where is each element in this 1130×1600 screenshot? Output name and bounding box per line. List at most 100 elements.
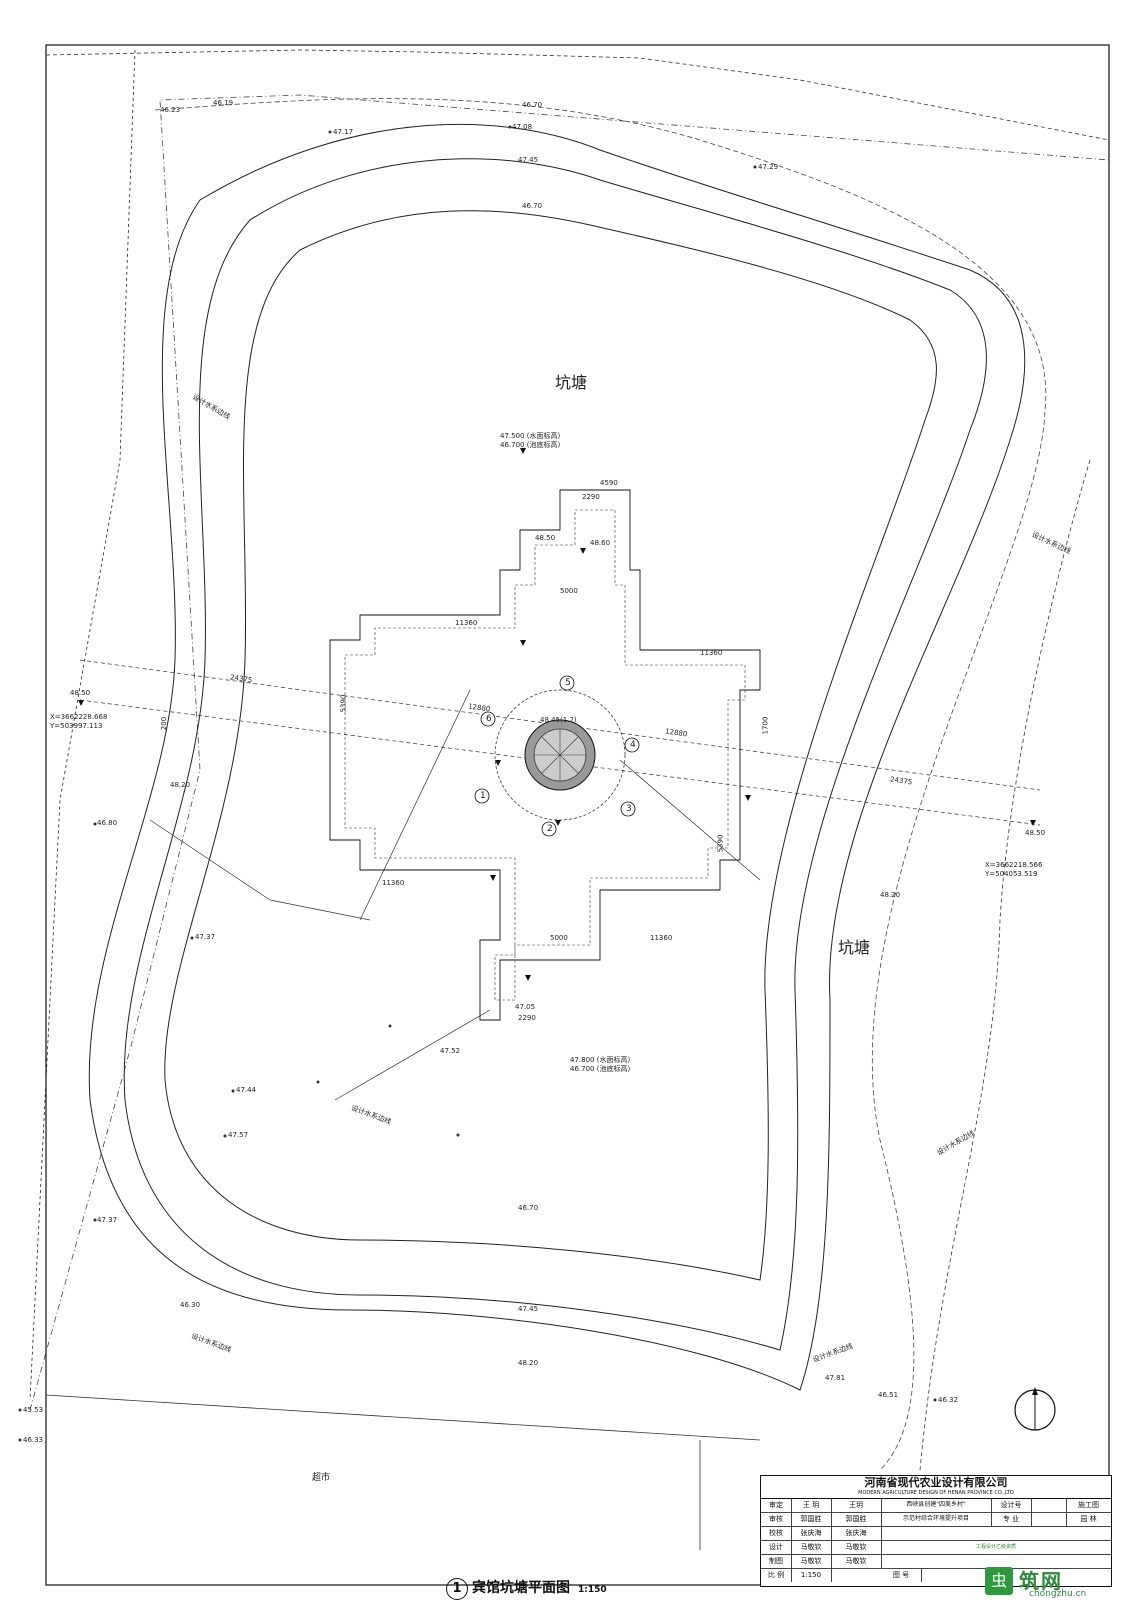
elevation-markers — [78, 448, 1036, 981]
callout-3: 3 — [626, 804, 632, 814]
tb-row-6: 比 例 1:150 图 号 — [761, 1568, 1111, 1582]
elev-47-37-b: 47.37 — [97, 1216, 118, 1224]
elev-46-70-mid: 46.70 — [522, 202, 543, 210]
elev-47-08: 47.08 — [512, 123, 533, 131]
elev-46-80: 46.80 — [97, 819, 118, 827]
elev-46-19: 46.19 — [213, 99, 234, 107]
elev-47-81: 47.81 — [825, 1374, 846, 1382]
outer-contour — [154, 98, 1047, 1471]
dim-5390-left: 5390 — [339, 694, 348, 713]
pond-label-right: 坑塘 — [838, 938, 871, 957]
elev-48-50-top: 48.50 — [535, 534, 556, 542]
watermark-en: chongzhu.cn — [1029, 1589, 1087, 1599]
elev-48-50-right: 48.50 — [1025, 829, 1046, 837]
coord-right-x: X=3662218.566 — [985, 861, 1043, 869]
company-en: MODERN AGRICULTURE DESIGN OF HENAN PROVI… — [858, 1490, 1014, 1496]
spot-elevations — [18, 125, 937, 1442]
water-level-bottom-2: 46.700 (池底标高) — [570, 1065, 631, 1073]
project-name: 西峡县创建"四美乡村" — [881, 1498, 992, 1512]
drawing-scale: 1:150 — [578, 1585, 607, 1595]
callout-1: 1 — [480, 791, 486, 801]
bottom-boundary — [45, 1394, 761, 1441]
elev-47-52: 47.52 — [440, 1047, 461, 1055]
left-boundary — [29, 49, 136, 1401]
leader-1 — [149, 819, 271, 901]
north-arrow-icon — [1014, 1387, 1056, 1431]
elev-46-70-top: 46.70 — [522, 101, 543, 109]
contour-47-45 — [123, 158, 987, 1351]
tb-row-2: 审核 郭国胜 郭国胜 示范村综合环境提升项目 专 业 园 林 — [761, 1512, 1111, 1527]
elev-47-05: 47.05 — [515, 1003, 536, 1011]
watermark-cn: 筑网 — [1019, 1569, 1063, 1593]
pond-label-top: 坑塘 — [555, 373, 588, 392]
contour-46-70-inner — [164, 210, 937, 1281]
elev-47-17: 47.17 — [333, 128, 354, 136]
dim-200: 200 — [160, 716, 169, 731]
dim-5390-right: 5390 — [716, 834, 725, 853]
dim-4590-top: 4590 — [600, 479, 618, 487]
dim-11360-top: 11360 — [455, 619, 478, 627]
elev-48-60-top: 48.60 — [590, 539, 611, 547]
tb-row-5: 制图 马敬钦 马敬钦 — [761, 1554, 1111, 1569]
contour-46-70-outer — [88, 123, 1026, 1391]
elev-45-53: 45.53 — [23, 1406, 44, 1414]
subproject-name: 示范村综合环境提升项目 — [881, 1512, 992, 1526]
callout-6: 6 — [486, 714, 492, 724]
diag-2 — [619, 759, 761, 881]
watermark-logo-icon: 虫 — [985, 1567, 1013, 1595]
site-boundary — [29, 94, 1110, 1411]
drawing-frame — [45, 44, 1110, 1586]
pavilion-elev: 48.45(1.2) — [540, 716, 577, 724]
elev-47-57: 47.57 — [228, 1131, 249, 1139]
dim-2290-top: 2290 — [582, 493, 600, 501]
diag-3 — [334, 1009, 491, 1101]
callout-5: 5 — [565, 678, 571, 688]
pavilion-spokes — [534, 729, 586, 781]
dim-11360-right: 11360 — [700, 649, 723, 657]
right-wall — [919, 459, 1091, 1471]
elev-46-33: 46.33 — [23, 1436, 44, 1444]
dim-1700: 1700 — [761, 716, 770, 735]
elev-46-23: 46.23 — [160, 106, 181, 114]
elev-46-51: 46.51 — [878, 1391, 899, 1399]
property-line — [45, 49, 1110, 141]
drawing-title-text: 宾馆坑塘平面图 — [472, 1580, 570, 1596]
company-cn: 河南省现代农业设计有限公司 — [864, 1476, 1008, 1489]
elev-47-45-bottom: 47.45 — [518, 1305, 539, 1313]
diag-1 — [359, 689, 471, 921]
platform-outer — [329, 489, 761, 1021]
platform-inner — [344, 509, 746, 1001]
drawing-number: 1 — [446, 1578, 468, 1600]
coord-left-y: Y=503997.113 — [50, 722, 103, 730]
water-level-top-2: 46.700 (池底标高) — [500, 441, 561, 449]
elev-46-30: 46.30 — [180, 1301, 201, 1309]
coord-left-x: X=3662228.668 — [50, 713, 108, 721]
water-level-top-1: 47.500 (水面标高) — [500, 432, 561, 440]
elev-47-29: 47.29 — [758, 163, 779, 171]
tb-row-1: 审定 王 玥 王玥 西峡县创建"四美乡村" 设计号 施工图 — [761, 1498, 1111, 1513]
elev-48-20-bottom: 48.20 — [518, 1359, 539, 1367]
dim-11360-bottom: 11360 — [382, 879, 405, 887]
watermark: 虫 筑网 chongzhu.cn — [985, 1565, 1125, 1600]
coord-right-y: Y=504053.519 — [985, 870, 1038, 878]
dim-11360-bottom-right: 11360 — [650, 934, 673, 942]
callout-4: 4 — [630, 740, 636, 750]
elev-48-20-left: 48.20 — [170, 781, 191, 789]
elev-47-44: 47.44 — [236, 1086, 257, 1094]
company-name: 河南省现代农业设计有限公司 MODERN AGRICULTURE DESIGN … — [761, 1476, 1111, 1499]
elev-47-45-top: 47.45 — [518, 156, 539, 164]
elev-46-32: 46.32 — [938, 1396, 959, 1404]
callout-2: 2 — [547, 824, 553, 834]
dim-5000-top: 5000 — [560, 587, 578, 595]
leader-2 — [269, 899, 371, 921]
tb-row-4: 设计 马敬钦 马敬钦 工程设计乙级资质 — [761, 1540, 1111, 1555]
callout-circles — [474, 675, 640, 837]
elev-48-20-right: 48.20 — [880, 891, 901, 899]
elev-47-37-a: 47.37 — [195, 933, 216, 941]
elev-48-50-left: 48.50 — [70, 689, 91, 697]
dim-5000-bottom: 5000 — [550, 934, 568, 942]
cert-stamp: 工程设计乙级资质 — [975, 1544, 1016, 1550]
